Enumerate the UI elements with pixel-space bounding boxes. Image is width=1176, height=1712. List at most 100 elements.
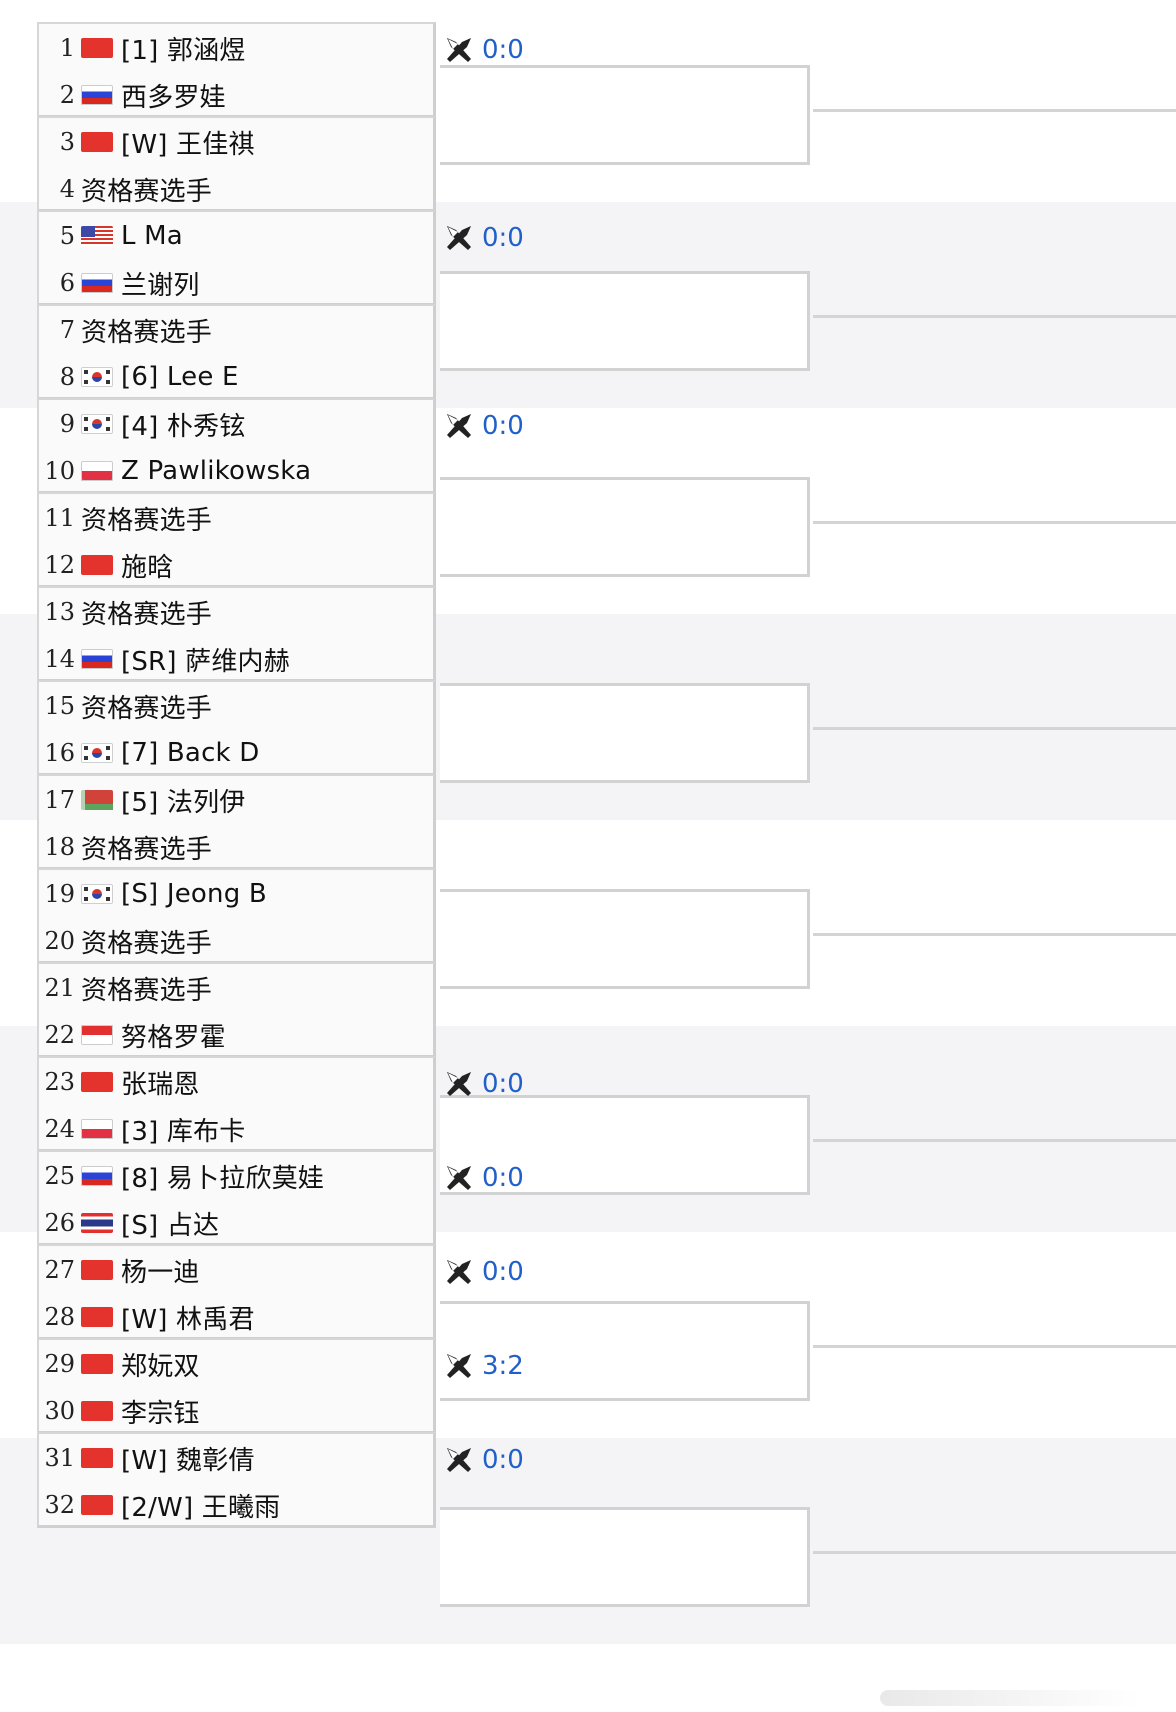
player-name[interactable]: 资格赛选手 <box>81 693 213 724</box>
match-score[interactable]: 0:0 <box>444 1067 524 1101</box>
player-name[interactable]: 施晗 <box>121 552 174 583</box>
player-name[interactable]: [S] Jeong B <box>121 879 267 909</box>
player-row[interactable]: 17[5] 法列伊 <box>39 776 246 824</box>
score-text[interactable]: 0:0 <box>482 1257 524 1287</box>
round2-slot[interactable] <box>440 1301 810 1401</box>
match-score[interactable]: 0:0 <box>444 1161 524 1195</box>
player-name[interactable]: 郑妧双 <box>121 1351 200 1382</box>
player-name[interactable]: 兰谢列 <box>121 270 200 301</box>
player-name[interactable]: 资格赛选手 <box>81 599 213 630</box>
score-text[interactable]: 3:2 <box>482 1351 524 1381</box>
player-name[interactable]: [W] 林禹君 <box>121 1304 255 1335</box>
player-row[interactable]: 28[W] 林禹君 <box>39 1293 255 1341</box>
player-row[interactable]: 19[S] Jeong B <box>39 870 267 918</box>
player-name[interactable]: 李宗钰 <box>121 1398 200 1429</box>
player-row[interactable]: 8[6] Lee E <box>39 353 239 401</box>
player-name[interactable]: [8] 易卜拉欣莫娃 <box>121 1163 325 1194</box>
player-name[interactable]: 资格赛选手 <box>81 928 213 959</box>
score-text[interactable]: 0:0 <box>482 1445 524 1475</box>
player-row[interactable]: 1[1] 郭涵煜 <box>39 24 246 72</box>
player-row[interactable]: 32[2/W] 王曦雨 <box>39 1481 280 1529</box>
player-row[interactable]: 14[SR] 萨维内赫 <box>39 635 290 683</box>
player-name[interactable]: 资格赛选手 <box>81 176 213 207</box>
score-text[interactable]: 0:0 <box>482 35 524 65</box>
scrollbar-thumb[interactable] <box>880 1690 1140 1706</box>
player-row[interactable]: 3[W] 王佳祺 <box>39 118 255 166</box>
player-row[interactable]: 26[S] 占达 <box>39 1199 219 1247</box>
match-score[interactable]: 0:0 <box>444 221 524 255</box>
player-name[interactable]: [6] Lee E <box>121 362 239 392</box>
match-score[interactable]: 0:0 <box>444 33 524 67</box>
player-name[interactable]: 资格赛选手 <box>81 505 213 536</box>
player-name[interactable]: 西多罗娃 <box>121 82 226 113</box>
player-name[interactable]: [W] 王佳祺 <box>121 129 255 160</box>
player-name[interactable]: 杨一迪 <box>121 1257 200 1288</box>
player-name[interactable]: 资格赛选手 <box>81 317 213 348</box>
match-score[interactable]: 0:0 <box>444 1255 524 1289</box>
player-name[interactable]: [SR] 萨维内赫 <box>121 646 290 677</box>
player-name[interactable]: 资格赛选手 <box>81 834 213 865</box>
round2-slot[interactable] <box>440 1095 810 1195</box>
round2-slot[interactable] <box>440 271 810 371</box>
player-name[interactable]: 张瑞恩 <box>121 1069 200 1100</box>
match-score[interactable]: 0:0 <box>444 409 524 443</box>
round2-slot[interactable] <box>440 889 810 989</box>
player-name[interactable]: [7] Back D <box>121 738 260 768</box>
player-row[interactable]: 31[W] 魏彰倩 <box>39 1434 255 1482</box>
round2-slot[interactable] <box>440 477 810 577</box>
match-score[interactable]: 0:0 <box>444 1443 524 1477</box>
player-name[interactable]: [3] 库布卡 <box>121 1116 246 1147</box>
player-row[interactable]: 25[8] 易卜拉欣莫娃 <box>39 1152 324 1200</box>
score-text[interactable]: 0:0 <box>482 1163 524 1193</box>
player-name[interactable]: [4] 朴秀铉 <box>121 411 246 442</box>
player-name[interactable]: [2/W] 王曦雨 <box>121 1492 281 1523</box>
player-name[interactable]: 努格罗霍 <box>121 1022 226 1053</box>
player-name[interactable]: 资格赛选手 <box>81 975 213 1006</box>
round2-slot[interactable] <box>440 1507 810 1607</box>
player-name[interactable]: [W] 魏彰倩 <box>121 1445 255 1476</box>
round2-slot[interactable] <box>440 683 810 783</box>
player-name[interactable]: Z Pawlikowska <box>121 456 312 486</box>
player-row[interactable]: 16[7] Back D <box>39 729 260 777</box>
player-name[interactable]: [5] 法列伊 <box>121 787 246 818</box>
player-name[interactable]: [1] 郭涵煜 <box>121 35 246 66</box>
score-text[interactable]: 0:0 <box>482 411 524 441</box>
score-text[interactable]: 0:0 <box>482 223 524 253</box>
player-name[interactable]: [S] 占达 <box>121 1210 220 1241</box>
score-text[interactable]: 0:0 <box>482 1069 524 1099</box>
player-name[interactable]: L Ma <box>121 221 183 251</box>
round2-slot[interactable] <box>440 65 810 165</box>
